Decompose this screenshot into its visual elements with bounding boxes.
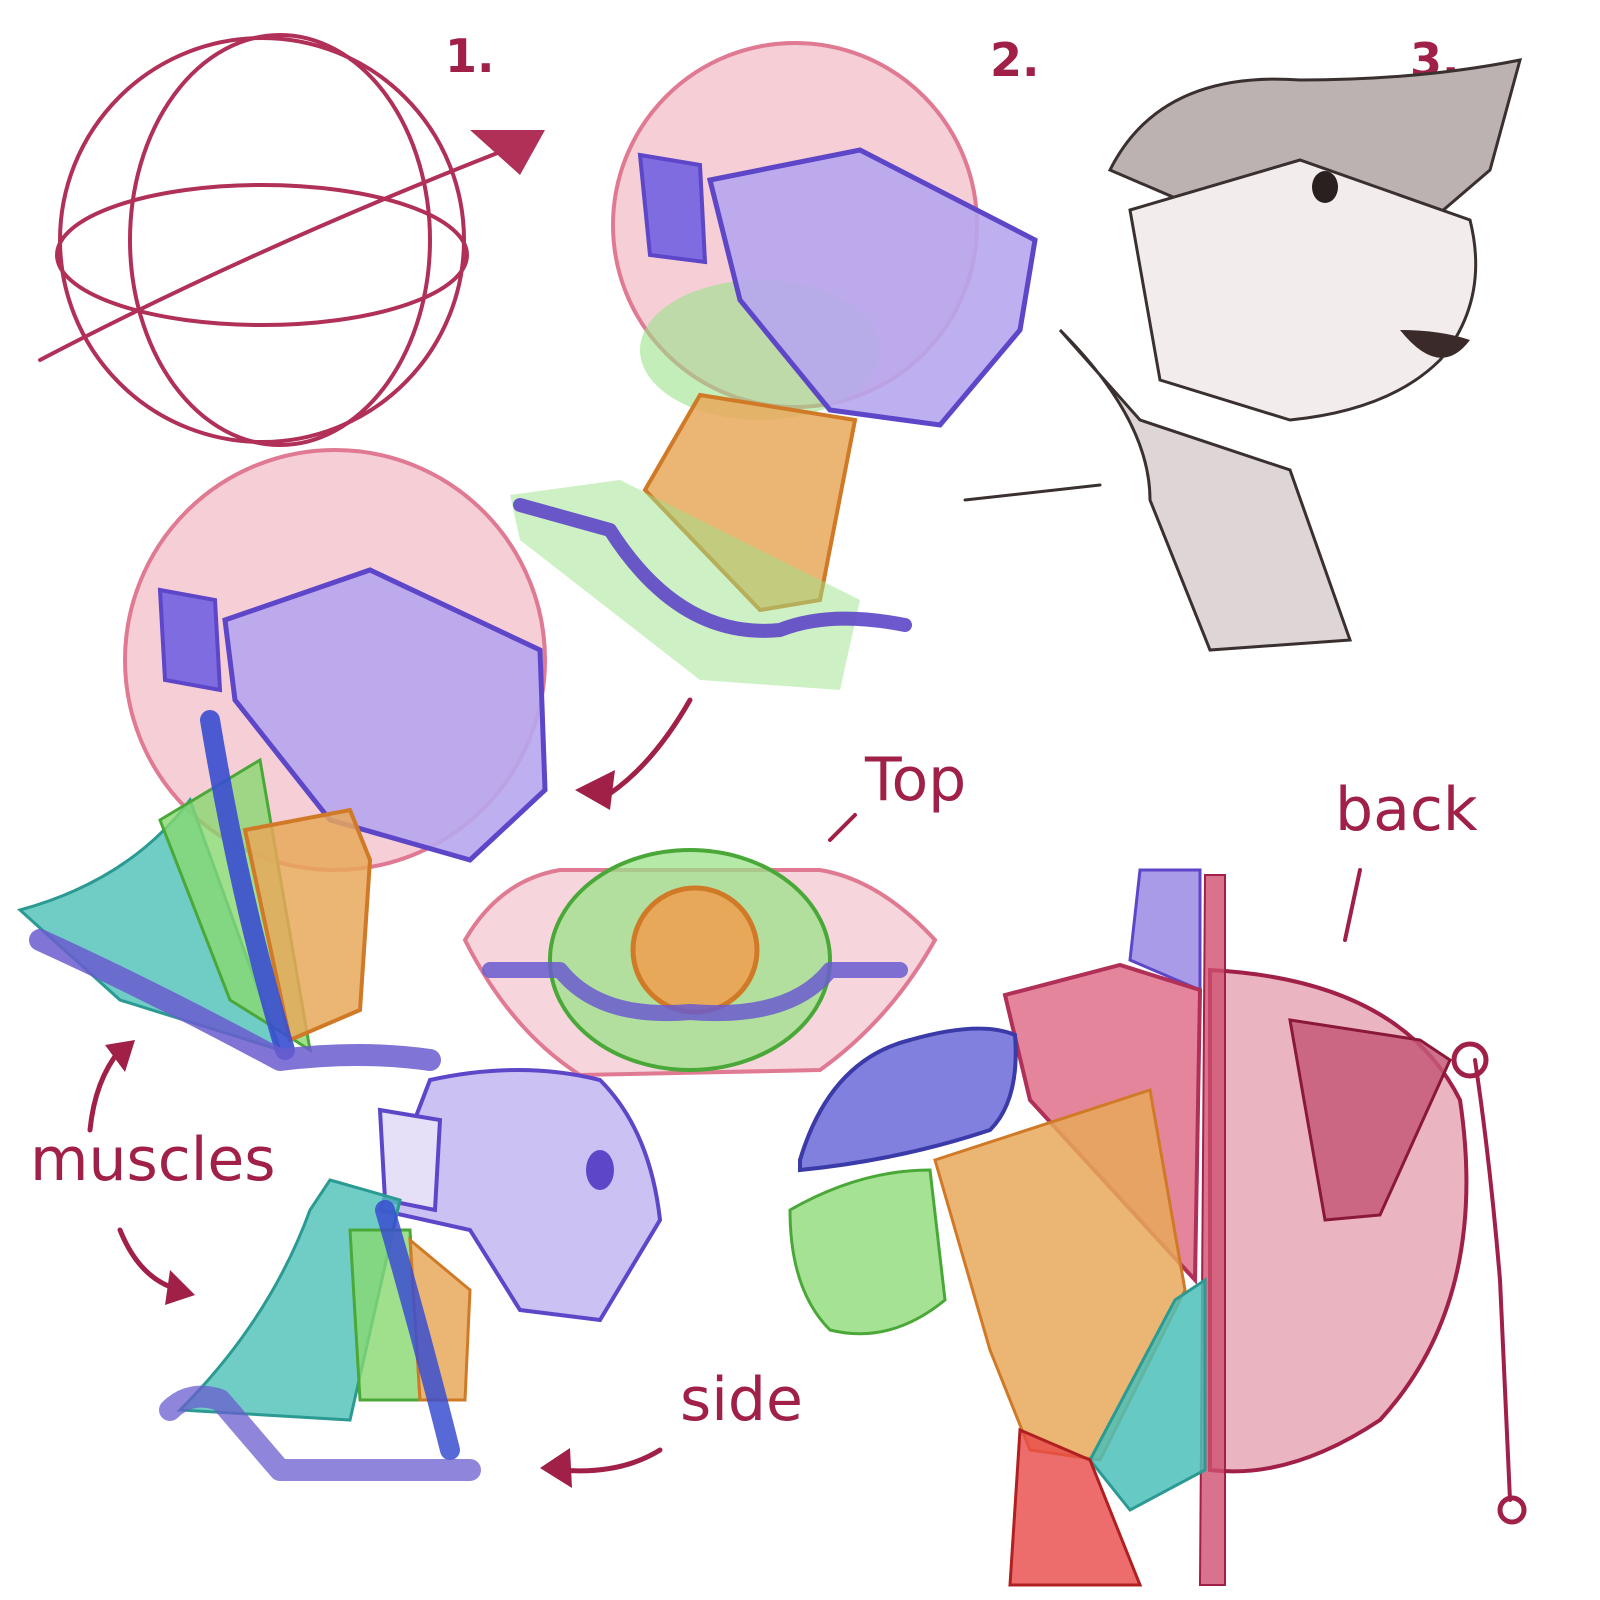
rotation-pin-bottom [1497, 1495, 1527, 1525]
sphere-meridian [128, 33, 432, 447]
face-shape [1128, 158, 1478, 422]
back-label-pointer [1343, 868, 1362, 942]
construction-sphere [58, 36, 466, 444]
rotation-string [1473, 1058, 1512, 1502]
side-view-head [377, 1068, 663, 1323]
top-view-clavicle [482, 962, 908, 1022]
arrow-to-top-view [597, 697, 693, 803]
rotation-axis [38, 148, 507, 362]
side-arrow-head [540, 1448, 572, 1488]
direction-arrow-head [470, 130, 545, 175]
lower-muscle [1008, 1427, 1143, 1587]
jaw-block [706, 147, 1038, 428]
neck-muscles-three-quarter [16, 448, 548, 1071]
step-3-character-sketch: 3. [963, 33, 1523, 652]
side-label: side [680, 1365, 803, 1435]
muscles-arrow-down-head [165, 1270, 195, 1305]
muscles-label: muscles [30, 1125, 276, 1195]
top-view-spine [630, 885, 760, 1015]
side-arrow [557, 1447, 663, 1474]
jaw-block-lower [222, 567, 548, 863]
trapezius-muscle [16, 796, 283, 1053]
scapula [1288, 1018, 1452, 1222]
clavicle-bar-lower [29, 929, 441, 1071]
eye [1312, 171, 1338, 203]
side-view-ear [377, 1107, 443, 1213]
shoulder-line [963, 483, 1102, 502]
step-1-number: 1. [445, 29, 494, 83]
top-view-diagram: Top [462, 745, 966, 1078]
teres-muscle [1088, 1277, 1207, 1512]
clavicle-bar [513, 498, 912, 638]
top-label-pointer [828, 813, 857, 842]
mouth [1400, 330, 1470, 358]
sphere-equator [55, 183, 469, 327]
ear-block [637, 152, 708, 265]
lat-muscle [788, 1168, 947, 1336]
ear-block-lower [157, 587, 223, 693]
muscles-arrow-up [87, 1047, 123, 1133]
sternocleidomastoid [200, 710, 295, 1060]
muscles-arrow-up-head [105, 1040, 135, 1072]
step-2-number: 2. [990, 33, 1039, 87]
side-view-diagram [159, 1068, 663, 1481]
step-1-sphere-sketch: 1. [38, 29, 545, 447]
side-view-clavicle [159, 1385, 481, 1481]
spine-line [1198, 874, 1226, 1586]
back-view-diagram: back [788, 775, 1527, 1587]
back-label: back [1335, 775, 1478, 845]
rotation-pin-top [1451, 1041, 1489, 1079]
arrow-to-top-view-head [575, 770, 615, 810]
deltoid-muscle [798, 1026, 1018, 1173]
top-label: Top [864, 745, 966, 815]
neck-core-lower [242, 807, 373, 1043]
side-view-eye [586, 1150, 614, 1190]
side-view-sternocleidomastoid [375, 1200, 460, 1460]
neck-and-collar [1058, 328, 1353, 652]
step-2-head-block: 2. [510, 33, 1039, 690]
